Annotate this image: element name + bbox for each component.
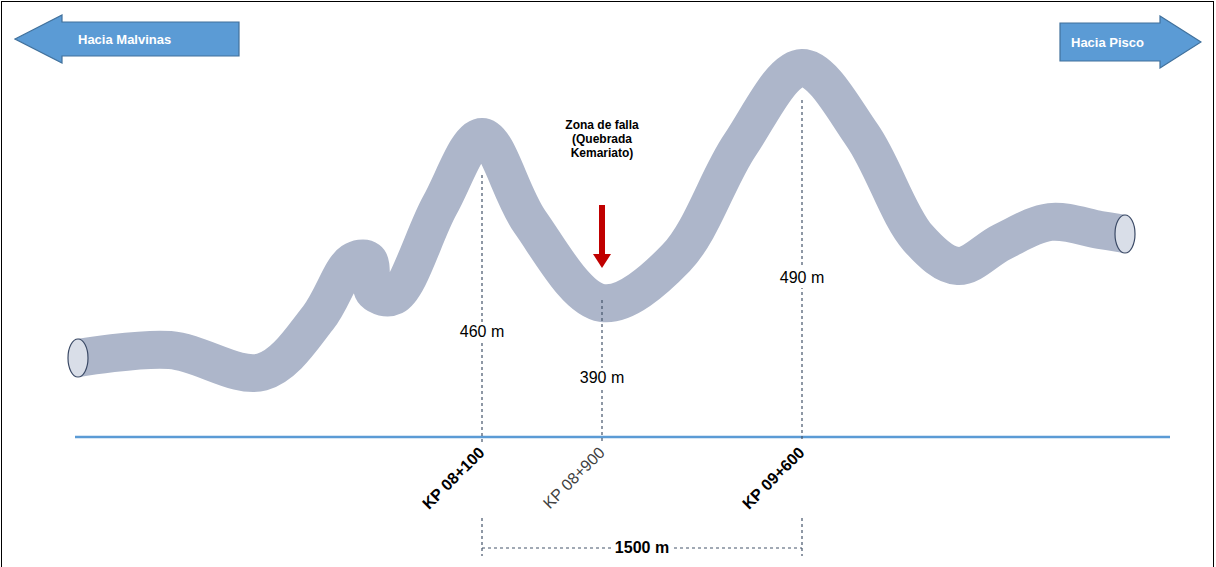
arrow-head [593, 254, 611, 268]
dimension-label: 390 m [576, 368, 628, 388]
dimension-label: 490 m [776, 268, 828, 288]
direction-arrow: Hacia Malvinas [14, 14, 240, 64]
dash-line [481, 175, 482, 442]
chainage-label: KP 08+100 [419, 443, 489, 513]
direction-arrow: Hacia Pisco [1059, 15, 1202, 69]
chainage-label: KP 08+900 [539, 443, 608, 512]
ground-line [75, 436, 1170, 439]
direction-label: Hacia Pisco [1071, 36, 1144, 49]
pipe-end [1115, 215, 1135, 253]
callout-label: Zona de falla (Quebrada Kemariato) [552, 119, 652, 160]
direction-label: Hacia Malvinas [78, 33, 171, 46]
pipe-end [68, 339, 88, 377]
fault-arrow [593, 205, 611, 268]
dash-line [481, 518, 482, 556]
dimension-label: 1500 m [611, 538, 673, 558]
arrow-fill [1060, 16, 1201, 68]
arrow-fill [15, 15, 239, 63]
chainage-label: KP 09+600 [739, 443, 809, 513]
arrow-shaft [599, 205, 605, 256]
dimension-label: 460 m [456, 322, 508, 342]
dash-line [801, 518, 802, 556]
pipe-body [78, 68, 1125, 373]
